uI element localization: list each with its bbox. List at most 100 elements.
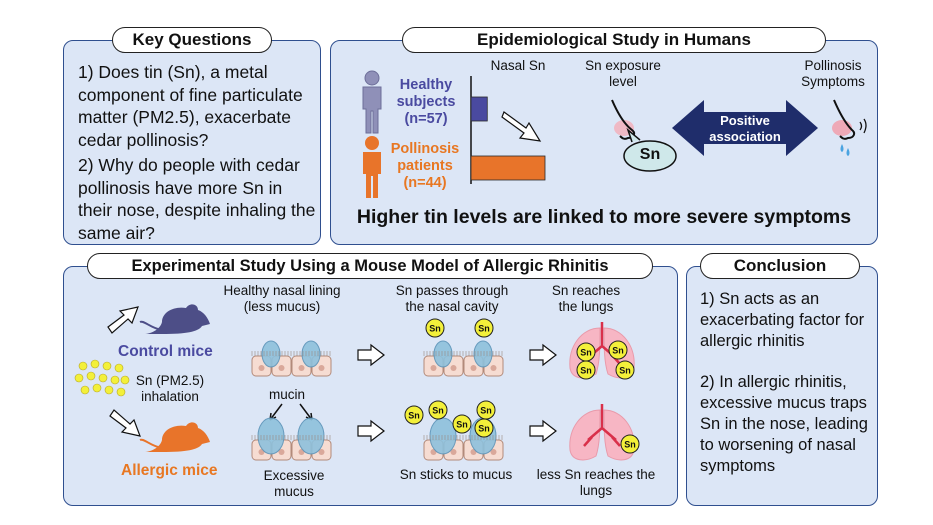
diagonal-arrow-icon: [501, 111, 542, 142]
cell-nucleus: [490, 449, 497, 455]
mucus-blob: [261, 340, 281, 368]
sn-token: [576, 360, 596, 380]
pm-particles-icon: [74, 359, 130, 397]
exposure-label: Sn exposure level: [585, 58, 661, 89]
bar-axis-label: Nasal Sn: [490, 58, 546, 73]
sn-token: [608, 340, 628, 360]
key-questions-title: Key Questions: [112, 27, 272, 53]
cell-nucleus: [318, 449, 325, 455]
healthy-label: Healthy subjects (n=57): [382, 77, 470, 128]
cell-nucleus: [278, 449, 285, 455]
control-mouse-icon: [139, 304, 210, 334]
excess-epithelium-icon: [251, 417, 332, 461]
allergic-mouse-icon: [139, 422, 210, 452]
runny-nose-icon: [832, 99, 867, 156]
mucus-blob: [473, 340, 493, 368]
flow-arrow-4-icon: [529, 419, 557, 443]
pollinosis-person-icon: [363, 136, 381, 198]
conclusion-title: Conclusion: [700, 253, 860, 279]
up-arrow-icon: [107, 306, 139, 334]
sn-token-label: Sn: [408, 411, 420, 421]
cell-nucleus: [258, 365, 265, 371]
cell-nucleus: [318, 365, 325, 371]
experiment-panel: [63, 266, 678, 506]
sn-token-label: Sn: [612, 346, 624, 356]
passes-through-label: Sn passes through the nasal cavity: [395, 283, 509, 314]
sn-token-label: Sn: [619, 366, 631, 376]
pm-particle: [80, 385, 90, 395]
pollinosis-label-text: Pollinosis patients: [390, 141, 460, 174]
question-2: 2) Why do people with cedar pollinosis h…: [78, 155, 316, 243]
epidemiology-headline: Higher tin levels are linked to more sev…: [356, 206, 852, 228]
sn-token-label: Sn: [456, 420, 468, 430]
experiment-title: Experimental Study Using a Mouse Model o…: [87, 253, 653, 279]
sn-token-label: Sn: [478, 424, 490, 434]
sn-token-label: Sn: [478, 324, 490, 334]
sn-token-label: Sn: [580, 366, 592, 376]
sn-token-label: Sn: [432, 406, 444, 416]
trachea: [583, 404, 621, 447]
lungs-allergic-icon: [569, 404, 635, 461]
cell-nucleus: [278, 365, 285, 371]
pm-particle: [120, 375, 130, 385]
sn-token-label: Sn: [624, 440, 636, 450]
less-reaches-label: less Sn reaches the lungs: [536, 467, 656, 498]
pm-particle: [92, 383, 102, 393]
flow-arrow-3-icon: [357, 419, 385, 443]
passes-epithelium-icon: [423, 340, 504, 377]
sn-token: [404, 405, 424, 425]
cell-nucleus: [430, 365, 437, 371]
bar-healthy: [470, 96, 488, 122]
healthy-lining-label: Healthy nasal lining (less mucus): [223, 283, 341, 314]
double-arrow-icon: [672, 100, 818, 156]
sn-token-label: Sn: [580, 348, 592, 358]
flow-arrow-1-icon: [357, 343, 385, 367]
allergic-mice-label: Allergic mice: [121, 462, 218, 479]
pm-particle: [74, 373, 84, 383]
pm-particle: [98, 373, 108, 383]
pollinosis-label: Pollinosis patients (n=44): [380, 141, 470, 192]
cell-nucleus: [470, 365, 477, 371]
mucin-label: mucin: [268, 387, 305, 402]
symptoms-label: Pollinosis Symptoms: [801, 58, 865, 89]
sn-token: [615, 360, 635, 380]
key-questions-panel: [63, 40, 321, 245]
flow-arrow-2-icon: [529, 343, 557, 367]
pollinosis-count: (n=44): [403, 175, 447, 191]
sn-token: [474, 318, 494, 338]
pm-particle: [110, 375, 120, 385]
mucus-blob: [301, 340, 321, 368]
cell-nucleus: [450, 365, 457, 371]
cell-nucleus: [298, 365, 305, 371]
association-label: Positive association: [709, 113, 781, 144]
nasal-sn-bar-chart: [470, 76, 546, 184]
healthy-epithelium-icon: [251, 340, 332, 377]
conclusion-1: 1) Sn acts as an exacerbating factor for…: [700, 290, 865, 350]
pm-particle: [114, 363, 124, 373]
cell-nucleus: [490, 365, 497, 371]
sn-bubble: [623, 127, 677, 172]
sn-token: [428, 400, 448, 420]
healthy-person-icon: [362, 70, 382, 134]
conclusion-2: 2) In allergic rhinitis, excessive mucus…: [700, 373, 868, 475]
sticks-mucus-label: Sn sticks to mucus: [399, 467, 513, 482]
excessive-mucus-label: Excessive mucus: [263, 468, 325, 499]
sn-token: [474, 418, 494, 438]
question-1: 1) Does tin (Sn), a metal component of f…: [78, 62, 303, 150]
pm-particle: [116, 387, 126, 397]
pm-particle: [78, 361, 88, 371]
sn-token-label: Sn: [480, 406, 492, 416]
bar-pollinosis: [470, 155, 546, 181]
pm-particle: [86, 371, 96, 381]
exposure-label-mouse: Sn (PM2.5) inhalation: [135, 373, 205, 404]
healthy-count: (n=57): [404, 111, 448, 127]
mucus-blob: [433, 340, 453, 368]
lung-lobe: [569, 409, 601, 461]
pm-particle: [104, 385, 114, 395]
sn-token: [452, 414, 472, 434]
cell-nucleus: [450, 449, 457, 455]
control-mice-label: Control mice: [118, 343, 213, 360]
sn-bubble-label: Sn: [639, 146, 661, 163]
pm-particle: [90, 359, 100, 369]
